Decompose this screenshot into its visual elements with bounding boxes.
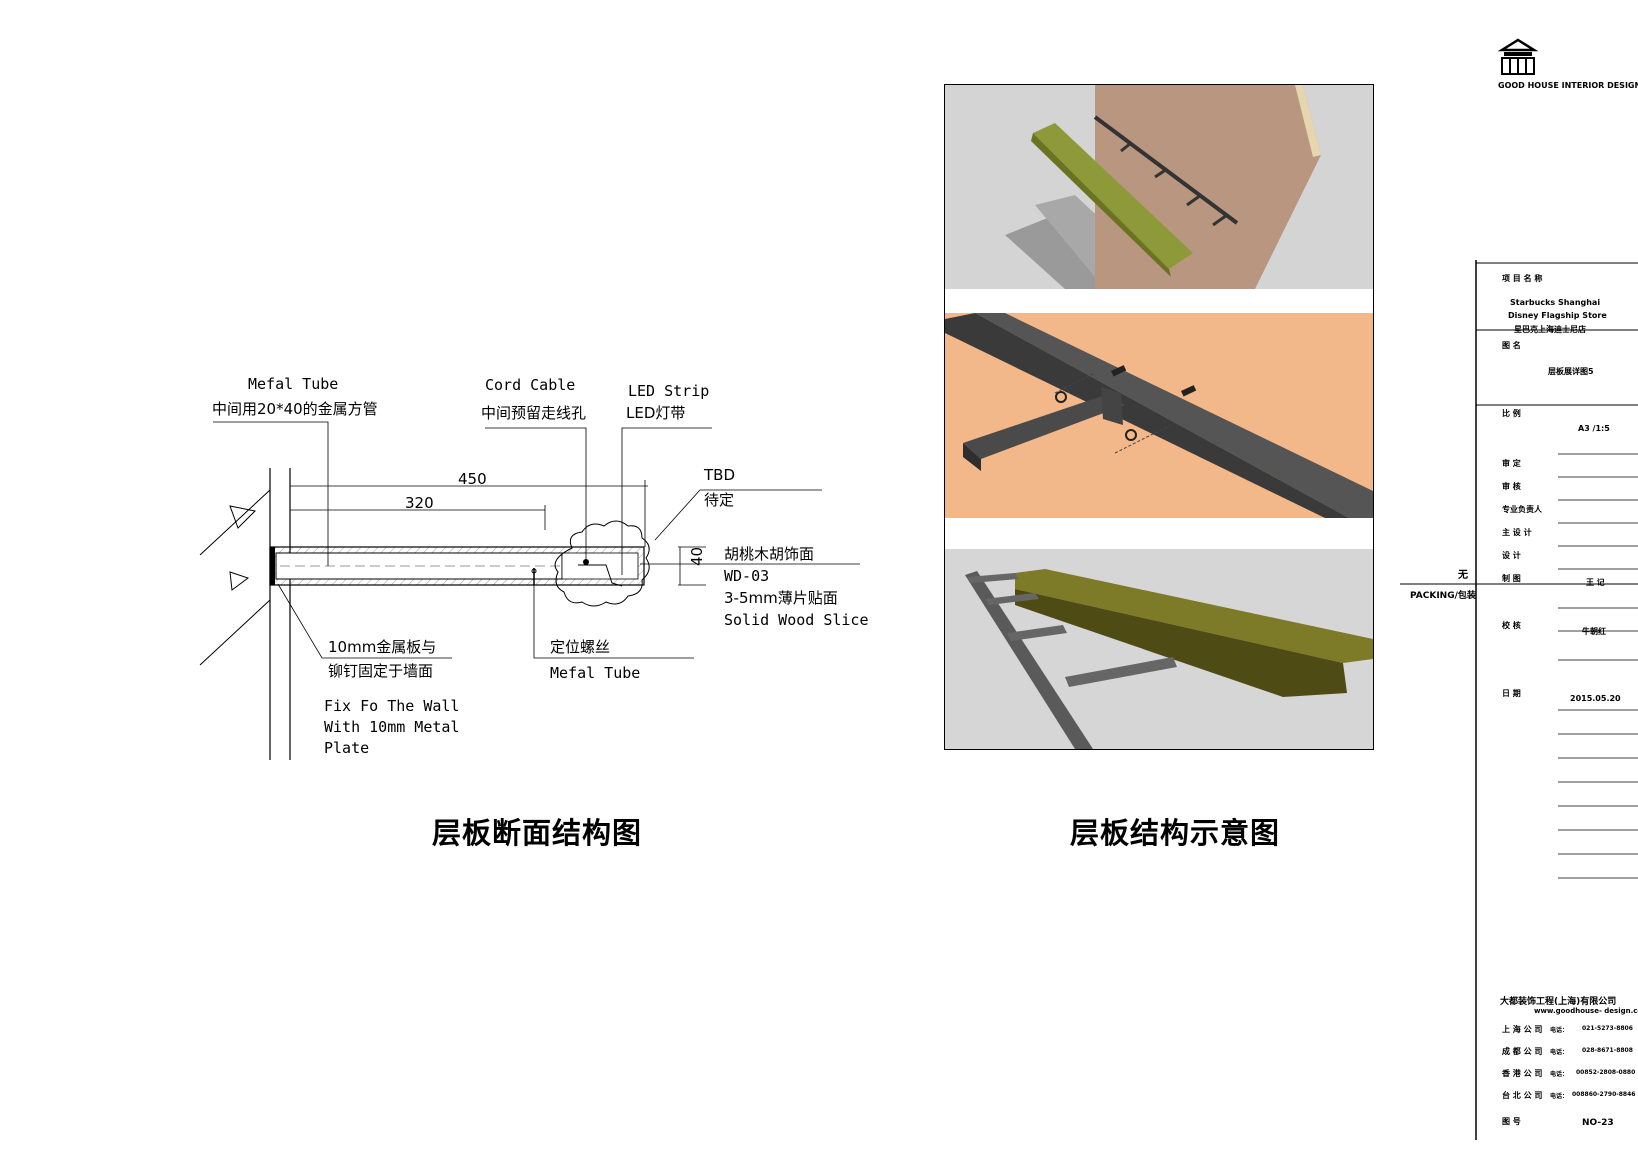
label-tbd-cn: 待定: [704, 491, 734, 509]
metal-rail: [975, 313, 1373, 518]
washer-icon: [1125, 429, 1137, 441]
leader-metal-tube: [213, 421, 329, 566]
office-name: 成 都 公 司: [1502, 1047, 1543, 1056]
tb-design-label: 设 计: [1502, 551, 1521, 560]
label-tbd-en: TBD: [703, 466, 735, 484]
label-walnut-en: Solid Wood Slice: [724, 611, 869, 629]
tb-verify-value: 牛朝红: [1582, 627, 1606, 636]
logo-caption: GOOD HOUSE INTERIOR DESIGN: [1498, 81, 1638, 90]
shelf-top: [1015, 569, 1373, 663]
label-metal-tube-en: Mefal Tube: [248, 375, 338, 393]
label-plate-cn1: 10mm金属板与: [328, 638, 436, 656]
revision-cloud: [554, 520, 650, 607]
office-name: 台 北 公 司: [1502, 1091, 1543, 1100]
caption-section: 层板断面结构图: [432, 816, 643, 850]
label-walnut-thk: 3-5mm薄片贴面: [724, 589, 838, 607]
tb-draw-label: 制 图: [1502, 574, 1521, 583]
tb-date-label: 日 期: [1502, 689, 1521, 698]
leader-cord: [485, 427, 587, 562]
tb-side-note-en: PACKING/包装: [1410, 591, 1476, 601]
tb-company-web: www.goodhouse- design.com: [1534, 1007, 1638, 1015]
office-name: 香 港 公 司: [1502, 1069, 1543, 1078]
shelf-board: [1033, 123, 1193, 269]
wall-diagonal: [199, 489, 271, 556]
tb-sheet-value: NO-23: [1582, 1118, 1614, 1128]
label-plate-en2: With 10mm Metal: [324, 718, 459, 736]
metal-arm: [1065, 657, 1177, 687]
title-block-frame: [1400, 260, 1638, 1140]
metal-rail: [965, 571, 1093, 749]
house-logo-icon: [1497, 38, 1539, 75]
screw-head: [531, 568, 537, 574]
leader-screw: [533, 585, 694, 659]
tb-check-label: 审 核: [1502, 482, 1521, 491]
tb-scale-value: A3 /1:5: [1578, 424, 1610, 433]
tb-review-label: 审 定: [1502, 459, 1521, 468]
leader-plate: [277, 583, 452, 659]
office-tel-label: 电话：: [1550, 1027, 1569, 1034]
tb-draw-value: 王 记: [1586, 578, 1605, 587]
office-tel-label: 电话：: [1550, 1093, 1569, 1100]
office-tel: 021-5273-8806: [1582, 1025, 1633, 1032]
label-led-en: LED Strip: [628, 382, 709, 400]
tb-project-en1: Starbucks Shanghai: [1510, 298, 1601, 307]
label-cord-cable-en: Cord Cable: [485, 376, 575, 394]
tb-charge-label: 专业负责人: [1502, 505, 1542, 514]
tb-project-label: 项 目 名 称: [1502, 274, 1543, 283]
led-strip-profile: [578, 564, 623, 587]
washer-icon: [1055, 391, 1067, 403]
leader-led: [621, 427, 712, 575]
led-cavity: [561, 552, 639, 580]
office-name: 上 海 公 司: [1502, 1025, 1543, 1034]
label-plate-en1: Fix Fo The Wall: [324, 697, 459, 715]
tb-verify-label: 校 核: [1502, 621, 1521, 630]
tb-project-en2: Disney Flagship Store: [1508, 311, 1607, 320]
wall-marker: [229, 571, 250, 591]
leader-tbd: [654, 489, 822, 541]
render-panel-wall-mount: [945, 85, 1373, 289]
metal-rail-side: [945, 313, 1349, 518]
label-screw-en: Mefal Tube: [550, 664, 640, 682]
shelf-front: [1015, 589, 1347, 697]
dim-450: 450: [458, 470, 487, 488]
metal-arm: [963, 395, 1125, 459]
company-logo: [1497, 38, 1539, 80]
render-panel-bolts: [945, 313, 1373, 518]
dim-40: 40: [688, 547, 706, 566]
office-tel-label: 电话：: [1550, 1071, 1569, 1078]
tb-project-cn: 星巴克上海迪士尼店: [1514, 325, 1586, 334]
bolt-icon: [1111, 365, 1127, 377]
tb-company-name: 大都装饰工程(上海)有限公司: [1500, 997, 1617, 1007]
tb-scale-label: 比 例: [1502, 409, 1521, 418]
label-plate-en3: Plate: [324, 739, 369, 757]
tb-drawing-label: 图 名: [1502, 341, 1521, 350]
label-plate-cn2: 铆钉固定于墙面: [328, 662, 433, 680]
label-walnut-cn: 胡桃木胡饰面: [724, 545, 814, 563]
office-tel: 008860-2790-8846: [1572, 1091, 1636, 1098]
wall-plate: [270, 547, 275, 585]
bolt-icon: [1181, 385, 1197, 397]
wall-edge: [1295, 85, 1321, 157]
shelf-edge: [1031, 133, 1171, 277]
office-tel-label: 电话：: [1550, 1049, 1569, 1056]
tb-side-note-cn: 无: [1458, 570, 1468, 581]
shelf-section-drawing: Mefal Tube 中间用20*40的金属方管 Cord Cable 中间预留…: [199, 375, 869, 760]
tb-chief-label: 主 设 计: [1502, 528, 1532, 537]
wall-marker: [229, 505, 257, 529]
office-tel: 00852-2808-0880: [1576, 1069, 1636, 1076]
tb-drawing-name: 层板展详图5: [1548, 367, 1594, 376]
label-metal-tube-cn: 中间用20*40的金属方管: [212, 400, 378, 418]
caption-structure: 层板结构示意图: [1070, 816, 1281, 850]
office-tel: 028-8671-8808: [1582, 1047, 1633, 1054]
tb-date-value: 2015.05.20: [1570, 694, 1621, 703]
render-panel-assembly: [945, 549, 1373, 749]
label-led-cn: LED灯带: [626, 404, 685, 422]
wall-diagonal: [199, 599, 271, 666]
label-screw-cn: 定位螺丝: [550, 638, 610, 656]
tb-sheet-label: 图 号: [1502, 1117, 1521, 1126]
dim-320: 320: [405, 494, 434, 512]
label-cord-cable-cn: 中间预留走线孔: [481, 404, 586, 422]
render-frame: [944, 84, 1374, 750]
label-walnut-code: WD-03: [724, 567, 769, 585]
